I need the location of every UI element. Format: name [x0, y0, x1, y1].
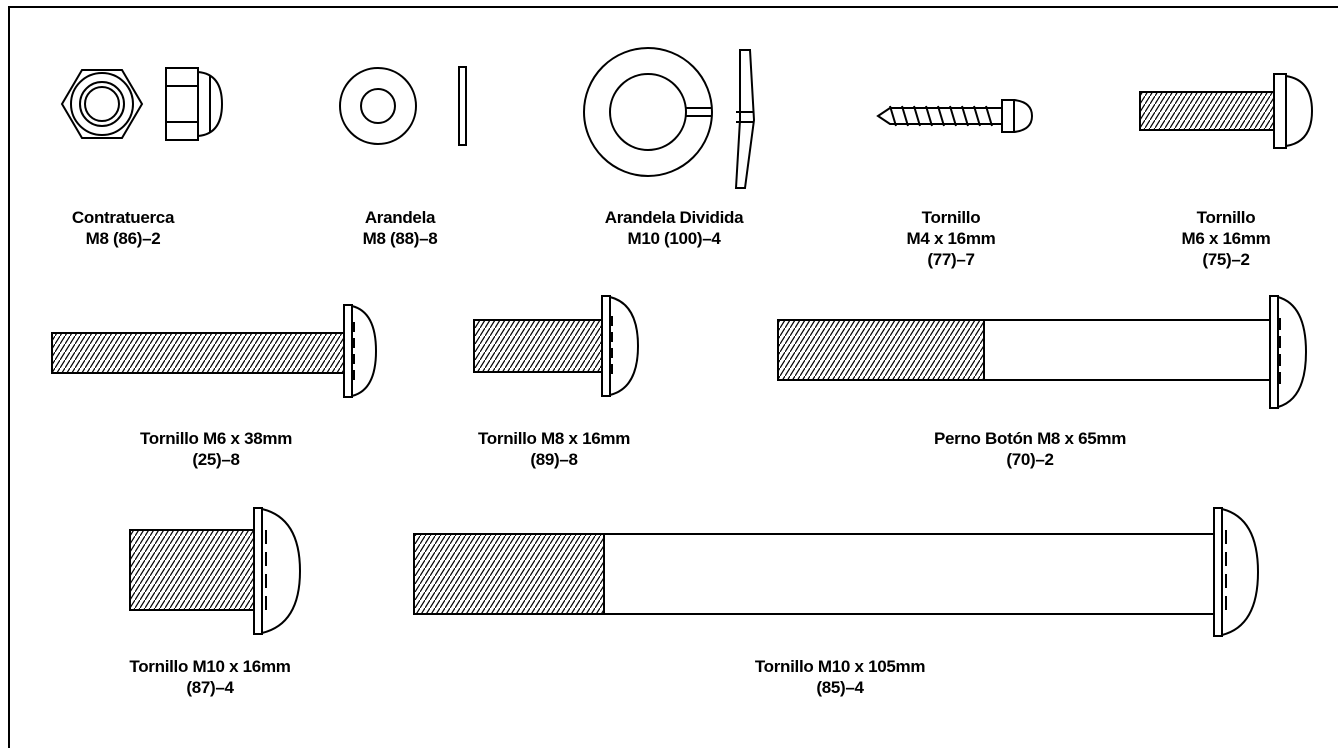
screw-m6-38-drawing — [51, 304, 378, 398]
label-arandela: Arandela M8 (88)–8 — [330, 207, 470, 249]
lock-nut-drawing — [60, 67, 224, 141]
label-line: (70)–2 — [1006, 450, 1054, 469]
label-line: (85)–4 — [816, 678, 864, 697]
flat-washer-drawing — [339, 66, 467, 146]
screw-m6-16-drawing — [1139, 73, 1314, 149]
label-contratuerca: Contratuerca M8 (86)–2 — [48, 207, 198, 249]
label-line: Tornillo M8 x 16mm — [477, 429, 631, 448]
label-tornillo-m10-105: Tornillo M10 x 105mm (85)–4 — [690, 656, 990, 698]
label-line: Contratuerca — [71, 208, 175, 227]
label-tornillo-m6-16: Tornillo M6 x 16mm (75)–2 — [1146, 207, 1306, 270]
label-line: M6 x 16mm — [1181, 229, 1271, 248]
label-line: (87)–4 — [186, 678, 234, 697]
label-line: Tornillo M10 x 105mm — [754, 657, 926, 676]
diagram-frame — [8, 6, 1338, 748]
label-line: Tornillo M6 x 38mm — [139, 429, 293, 448]
label-arandela-dividida: Arandela Dividida M10 (100)–4 — [566, 207, 782, 249]
label-line: Arandela — [364, 208, 436, 227]
self-tapping-screw-drawing — [876, 99, 1034, 133]
label-tornillo-m4: Tornillo M4 x 16mm (77)–7 — [876, 207, 1026, 270]
screw-m10-16-drawing — [129, 507, 302, 635]
label-line: (25)–8 — [192, 450, 240, 469]
label-line: M8 (86)–2 — [85, 229, 161, 248]
label-line: M4 x 16mm — [906, 229, 996, 248]
label-line: Tornillo M10 x 16mm — [129, 657, 291, 676]
label-tornillo-m6-38: Tornillo M6 x 38mm (25)–8 — [96, 428, 336, 470]
label-perno-boton: Perno Botón M8 x 65mm (70)–2 — [880, 428, 1180, 470]
label-line: Tornillo — [921, 208, 981, 227]
label-line: Arandela Dividida — [604, 208, 744, 227]
label-line: (77)–7 — [927, 250, 975, 269]
button-bolt-drawing — [777, 295, 1308, 409]
label-line: (89)–8 — [530, 450, 578, 469]
split-washer-drawing — [583, 47, 756, 189]
label-tornillo-m8-16: Tornillo M8 x 16mm (89)–8 — [434, 428, 674, 470]
label-line: Tornillo — [1196, 208, 1256, 227]
label-line: M8 (88)–8 — [362, 229, 438, 248]
label-line: M10 (100)–4 — [627, 229, 721, 248]
label-line: (75)–2 — [1202, 250, 1250, 269]
screw-m8-16-drawing — [473, 295, 640, 397]
screw-m10-105-drawing — [413, 507, 1260, 637]
label-line: Perno Botón M8 x 65mm — [933, 429, 1127, 448]
label-tornillo-m10-16: Tornillo M10 x 16mm (87)–4 — [70, 656, 350, 698]
